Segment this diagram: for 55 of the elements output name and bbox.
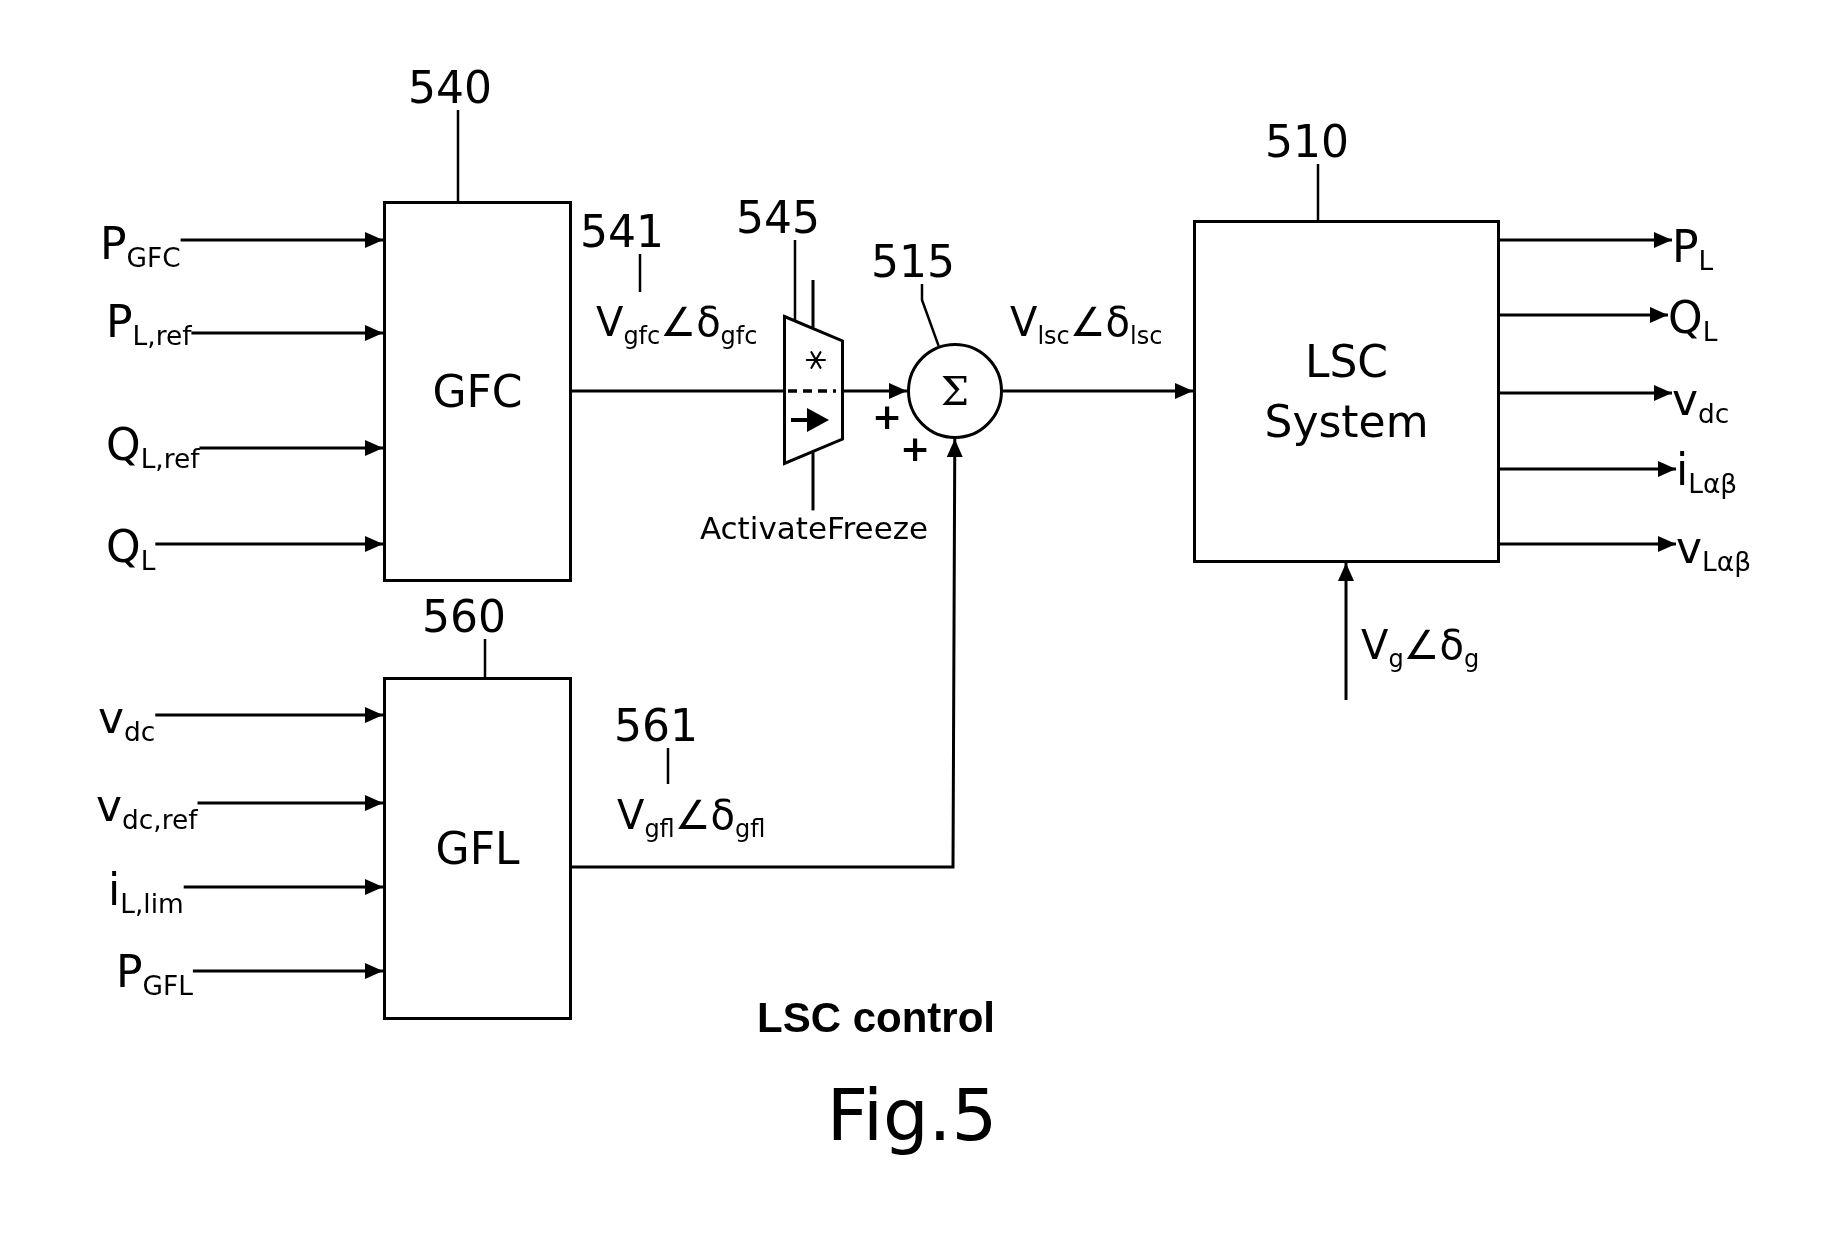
callout-number: 545: [736, 196, 820, 240]
callout-number: 510: [1265, 120, 1349, 164]
arrow: [1500, 307, 1668, 323]
leader-line: [638, 254, 642, 292]
callout-number: 560: [422, 595, 506, 639]
signal-line: [811, 452, 815, 511]
arrow: [1003, 383, 1193, 399]
arrow: [572, 439, 963, 869]
diagram-title: LSC control: [757, 994, 995, 1042]
arrow: [180, 232, 383, 248]
process-block: GFC: [383, 201, 572, 582]
signal-name: v$_{dc,ref}$: [96, 779, 198, 833]
signal-name: ActivateFreeze: [699, 510, 929, 548]
callout-number: 541: [580, 210, 664, 254]
callout-number: 561: [614, 704, 698, 748]
arrow: [191, 325, 383, 341]
signal-name: v$_{dc}$: [1672, 373, 1730, 427]
signal-line: [572, 389, 783, 393]
arrow: [197, 795, 383, 811]
signal-line: [811, 280, 815, 328]
process-block: GFL: [383, 677, 572, 1020]
signal-name: P$_{L,ref}$: [106, 295, 192, 349]
signal-name: Q$_{L,ref}$: [106, 418, 200, 472]
leader-line: [793, 240, 797, 321]
arrow: [844, 383, 907, 399]
arrow: [155, 707, 383, 723]
signal-name: P$_{GFL}$: [116, 945, 193, 999]
switch-symbol: [783, 315, 844, 465]
signal-name: P$_{L}$: [1672, 220, 1714, 274]
arrow: [183, 879, 383, 895]
signal-name: P$_{GFC}$: [100, 217, 181, 271]
signal-name: i$_{L,lim}$: [108, 863, 184, 917]
signal-name: Q$_{L}$: [106, 520, 156, 574]
signal-name: i$_{Lαβ}$: [1676, 443, 1738, 497]
arrow: [1338, 563, 1354, 700]
signal-name: Q$_{L}$: [1668, 291, 1718, 345]
process-block: LSC System: [1193, 220, 1500, 563]
arrow: [199, 440, 383, 456]
callout-number: 540: [408, 66, 492, 110]
figure-caption: Fig.5: [826, 1076, 998, 1156]
arrow: [192, 963, 383, 979]
leader-line: [483, 639, 487, 677]
leader-line: [1316, 164, 1320, 220]
arrow: [1500, 232, 1672, 248]
leader-line: [920, 284, 940, 347]
leader-line: [666, 748, 670, 784]
arrow: [1500, 385, 1672, 401]
callout-number: 515: [871, 240, 955, 284]
signal-name: v$_{Lαβ}$: [1676, 521, 1751, 575]
arrow: [1500, 536, 1676, 552]
signal-name: v$_{dc}$: [98, 691, 156, 745]
summing-junction: Σ: [907, 343, 1003, 439]
arrow: [155, 536, 383, 552]
arrow: [1500, 461, 1676, 477]
leader-line: [456, 110, 460, 201]
